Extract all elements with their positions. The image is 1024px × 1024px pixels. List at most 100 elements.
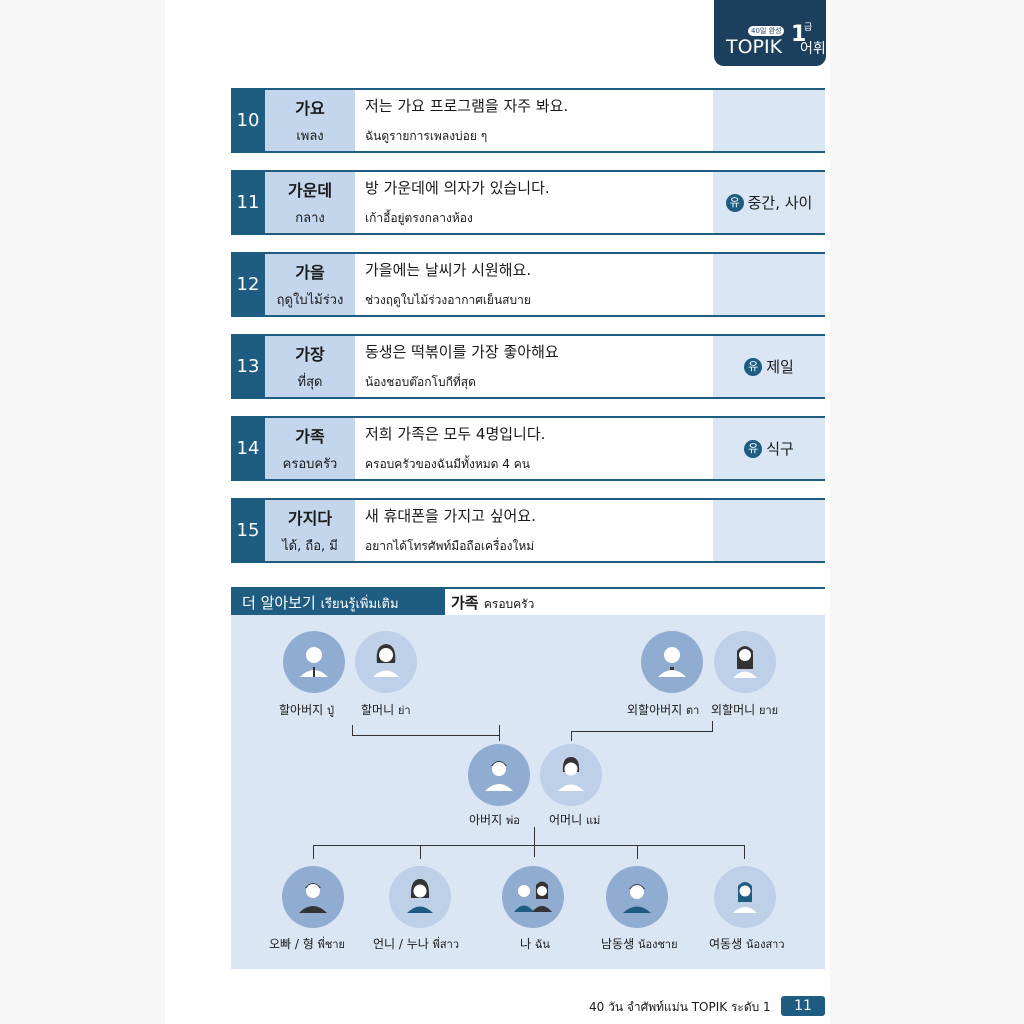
vocab-entry-13: 13 가장 ที่สุด 동생은 떡볶이를 가장 좋아해요 น้องชอบต๊อ… bbox=[231, 334, 825, 399]
synonym-icon: 유 bbox=[725, 193, 744, 212]
entry-number: 15 bbox=[231, 500, 265, 561]
entry-number: 13 bbox=[231, 336, 265, 397]
younger-brother-avatar-icon bbox=[606, 866, 668, 928]
entry-note bbox=[713, 254, 825, 315]
synonym-icon: 유 bbox=[744, 439, 763, 458]
entry-word: 가지다 ได้, ถือ, มี bbox=[265, 500, 355, 561]
entry-word: 가족 ครอบครัว bbox=[265, 418, 355, 479]
younger-brother-ko: 남동생 bbox=[601, 937, 635, 951]
entry-number: 12 bbox=[231, 254, 265, 315]
synonym-icon: 유 bbox=[744, 357, 763, 376]
footer-text: 40 วัน จำศัพท์แม่น TOPIK ระดับ 1 bbox=[589, 1000, 771, 1014]
entry-word: 가운데 กลาง bbox=[265, 172, 355, 233]
vocab-entry-15: 15 가지다 ได้, ถือ, มี 새 휴대폰을 가지고 싶어요. อยาก… bbox=[231, 498, 825, 563]
entry-note-text: 중간, 사이 bbox=[747, 194, 813, 212]
entry-word-ko: 가요 bbox=[295, 99, 325, 118]
entry-example: 저희 가족은 모두 4명입니다. ครอบครัวของฉันมีทั้งหมด… bbox=[355, 418, 713, 479]
connector bbox=[534, 827, 535, 857]
entry-example-ko: 저는 가요 프로그램을 자주 봐요. bbox=[365, 97, 569, 115]
right-margin bbox=[830, 0, 1024, 1024]
connector bbox=[571, 731, 572, 741]
entry-example-ko: 방 가운데에 의자가 있습니다. bbox=[365, 179, 550, 197]
maternal-grandmother-label: 외할머니 ยาย bbox=[711, 701, 778, 719]
badge-level: 1 bbox=[791, 22, 807, 47]
grandmother-avatar-icon bbox=[355, 631, 417, 693]
grandfather-avatar-icon bbox=[283, 631, 345, 693]
entry-note bbox=[713, 500, 825, 561]
badge-topik: TOPIK bbox=[726, 36, 783, 58]
connector bbox=[499, 725, 500, 741]
older-sister-label: 언니 / 누나 พี่สาว bbox=[373, 935, 459, 953]
entry-example: 가을에는 날씨가 시원해요. ช่วงฤดูใบไม้ร่วงอากาศเย็น… bbox=[355, 254, 713, 315]
connector bbox=[352, 725, 353, 735]
maternal-grandfather-ko: 외할아버지 bbox=[627, 703, 683, 717]
entry-example-ko: 새 휴대폰을 가지고 싶어요. bbox=[365, 507, 536, 525]
entry-note bbox=[713, 90, 825, 151]
connector bbox=[744, 845, 745, 859]
older-brother-label: 오빠 / 형 พี่ชาย bbox=[269, 935, 345, 953]
entry-word-ko: 가지다 bbox=[287, 509, 333, 528]
entry-example-th: เก้าอี้อยู่ตรงกลางห้อง bbox=[365, 211, 473, 225]
maternal-grandmother-th: ยาย bbox=[759, 704, 779, 717]
family-tree: 할아버지 ปู่ 할머니 ย่า 외할아버지 ตา 외할머니 ยาย 아버지 พ… bbox=[231, 615, 825, 969]
entry-example-ko: 동생은 떡볶이를 가장 좋아해요 bbox=[365, 343, 559, 361]
entry-word-ko: 가장 bbox=[295, 345, 325, 364]
entry-word-th: ที่สุด bbox=[297, 375, 323, 390]
entry-note-text: 식구 bbox=[766, 440, 794, 458]
father-th: พ่อ bbox=[505, 814, 520, 827]
entry-example-th: ฉันดูรายการเพลงบ่อย ๆ bbox=[365, 129, 488, 143]
maternal-grandfather-th: ตา bbox=[686, 704, 700, 717]
maternal-grandfather-avatar-icon bbox=[641, 631, 703, 693]
left-margin bbox=[0, 0, 165, 1024]
grandmother-ko: 할머니 bbox=[361, 703, 395, 717]
older-brother-th: พี่ชาย bbox=[317, 938, 345, 951]
me-ko: 나 bbox=[520, 937, 532, 951]
mother-label: 어머니 แม่ bbox=[549, 811, 600, 829]
younger-sister-avatar-icon bbox=[714, 866, 776, 928]
grandfather-label: 할아버지 ปู่ bbox=[279, 701, 334, 719]
vocab-entry-14: 14 가족 ครอบครัว 저희 가족은 모두 4명입니다. ครอบครัว… bbox=[231, 416, 825, 481]
entry-example: 저는 가요 프로그램을 자주 봐요. ฉันดูรายการเพลงบ่อย ๆ bbox=[355, 90, 713, 151]
entry-word: 가을 ฤดูใบไม้ร่วง bbox=[265, 254, 355, 315]
maternal-grandfather-label: 외할아버지 ตา bbox=[627, 701, 699, 719]
topik-badge: 40일 완성 TOPIK 1 급 어휘 bbox=[714, 0, 826, 66]
learn-more-label-ko: 더 알아보기 bbox=[242, 594, 316, 612]
connector bbox=[420, 845, 421, 859]
entry-example: 새 휴대폰을 가지고 싶어요. อยากได้โทรศัพท์มือถือเคร… bbox=[355, 500, 713, 561]
entry-note-text: 제일 bbox=[766, 358, 794, 376]
younger-sister-th: น้องสาว bbox=[745, 938, 785, 951]
entry-word: 가장 ที่สุด bbox=[265, 336, 355, 397]
grandmother-th: ย่า bbox=[397, 704, 411, 717]
entry-word-ko: 가운데 bbox=[287, 181, 333, 200]
younger-sister-label: 여동생 น้องสาว bbox=[709, 935, 785, 953]
connector bbox=[313, 845, 314, 859]
entry-example: 방 가운데에 의자가 있습니다. เก้าอี้อยู่ตรงกลางห้อง bbox=[355, 172, 713, 233]
entry-word-th: เพลง bbox=[296, 129, 324, 144]
grandmother-label: 할머니 ย่า bbox=[361, 701, 411, 719]
connector bbox=[352, 735, 500, 736]
connector bbox=[313, 845, 745, 846]
older-brother-avatar-icon bbox=[282, 866, 344, 928]
learn-more-topic-ko: 가족 bbox=[451, 594, 479, 612]
older-sister-ko: 언니 / 누나 bbox=[373, 937, 429, 951]
badge-vocab: 어휘 bbox=[800, 41, 826, 57]
vocab-entry-12: 12 가을 ฤดูใบไม้ร่วง 가을에는 날씨가 시원해요. ช่วงฤด… bbox=[231, 252, 825, 317]
me-th: ฉัน bbox=[534, 938, 550, 951]
connector bbox=[571, 731, 712, 732]
entry-example-th: ครอบครัวของฉันมีทั้งหมด 4 คน bbox=[365, 457, 530, 471]
learn-more-topic: 가족 ครอบครัว bbox=[451, 592, 534, 614]
entry-word-th: ครอบครัว bbox=[282, 457, 338, 472]
entry-word-th: ได้, ถือ, มี bbox=[282, 539, 338, 554]
older-sister-avatar-icon bbox=[389, 866, 451, 928]
connector bbox=[712, 721, 713, 732]
learn-more-label-th: เรียนรู้เพิ่มเติม bbox=[320, 597, 399, 612]
grandfather-ko: 할아버지 bbox=[279, 703, 324, 717]
mother-th: แม่ bbox=[585, 814, 601, 827]
entry-word-ko: 가을 bbox=[295, 263, 325, 282]
entry-example-th: ช่วงฤดูใบไม้ร่วงอากาศเย็นสบาย bbox=[365, 293, 531, 307]
entry-example-ko: 가을에는 날씨가 시원해요. bbox=[365, 261, 532, 279]
maternal-grandmother-avatar-icon bbox=[714, 631, 776, 693]
entry-word-ko: 가족 bbox=[295, 427, 325, 446]
father-avatar-icon bbox=[468, 744, 530, 806]
learn-more-label: 더 알아보기 เรียนรู้เพิ่มเติม bbox=[231, 589, 445, 617]
